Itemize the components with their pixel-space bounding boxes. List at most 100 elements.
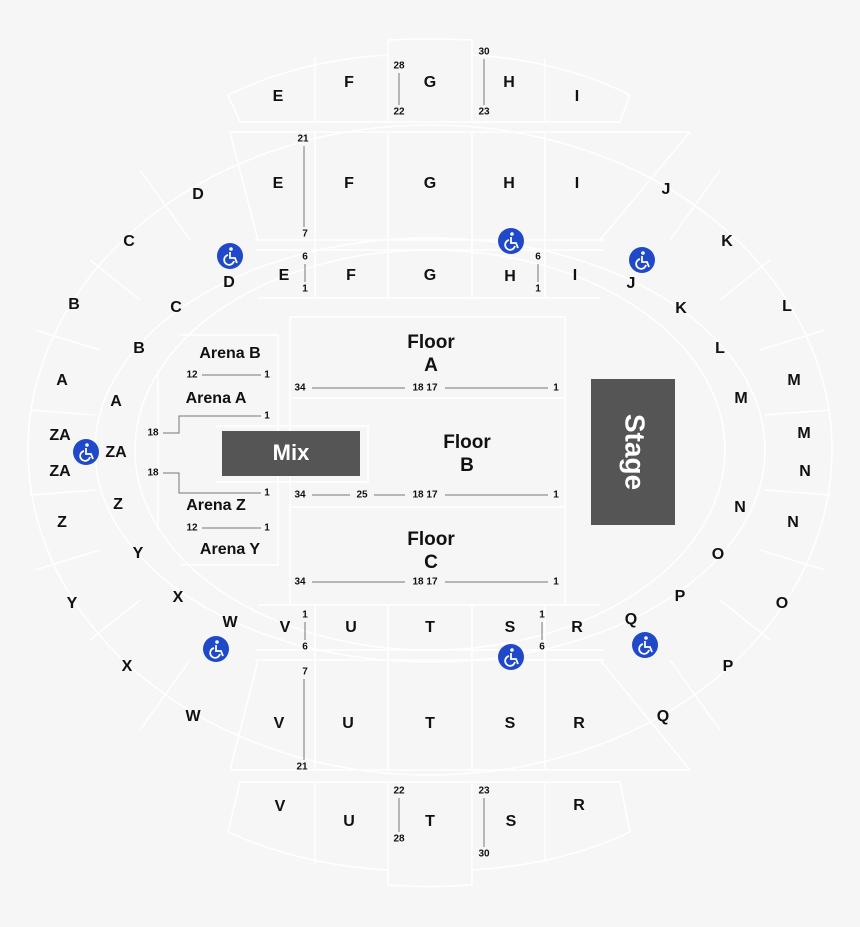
- section-label[interactable]: K: [721, 233, 733, 250]
- section-label[interactable]: Q: [657, 708, 669, 725]
- section-label[interactable]: D: [192, 186, 204, 203]
- arena-b[interactable]: Arena B 12 1: [186, 345, 270, 380]
- section-label[interactable]: U: [343, 813, 355, 830]
- section-label[interactable]: ZA: [105, 444, 127, 461]
- section-label[interactable]: E: [279, 267, 290, 284]
- section-label[interactable]: X: [122, 658, 133, 675]
- section-label[interactable]: R: [571, 619, 583, 636]
- section-label[interactable]: F: [344, 74, 354, 91]
- wheelchair-icon: [498, 644, 524, 670]
- floor-c-title: Floor: [407, 529, 455, 550]
- section-label[interactable]: X: [173, 589, 184, 606]
- section-label[interactable]: E: [273, 88, 284, 105]
- section-label[interactable]: L: [715, 340, 725, 357]
- section-label[interactable]: N: [799, 463, 811, 480]
- section-label[interactable]: E: [273, 175, 284, 192]
- section-label[interactable]: S: [506, 813, 517, 830]
- row-number: 22: [393, 107, 405, 118]
- section-label[interactable]: L: [782, 298, 792, 315]
- section-label[interactable]: A: [56, 372, 68, 389]
- section-label[interactable]: B: [68, 296, 80, 313]
- section-label[interactable]: U: [342, 715, 354, 732]
- floor-b-letter: B: [460, 455, 474, 476]
- section-label[interactable]: C: [170, 299, 182, 316]
- row-number: 30: [478, 849, 490, 860]
- row-number: 1: [264, 523, 270, 534]
- section-label[interactable]: G: [424, 267, 436, 284]
- section-label[interactable]: P: [675, 588, 686, 605]
- wheelchair-icon: [217, 243, 243, 269]
- arena-a-label: Arena A: [186, 390, 247, 407]
- arena-a[interactable]: Arena A 1 18: [147, 390, 270, 438]
- section-label[interactable]: ZA: [49, 427, 71, 444]
- section-label[interactable]: I: [575, 175, 579, 192]
- section-label[interactable]: O: [776, 595, 788, 612]
- section-label[interactable]: N: [734, 499, 746, 516]
- section-label[interactable]: W: [222, 614, 238, 631]
- row-number: 7: [302, 229, 308, 240]
- section-label[interactable]: H: [504, 268, 516, 285]
- row-number: 34: [294, 383, 306, 394]
- mix-label: Mix: [273, 440, 310, 465]
- section-label[interactable]: T: [425, 715, 435, 732]
- section-label[interactable]: K: [675, 300, 687, 317]
- section-label[interactable]: J: [627, 275, 636, 292]
- section-label[interactable]: M: [797, 425, 810, 442]
- section-label[interactable]: B: [133, 340, 145, 357]
- wheelchair-icon: [629, 247, 655, 273]
- arena-y[interactable]: Arena Y 12 1: [186, 523, 270, 559]
- section-label[interactable]: T: [425, 813, 435, 830]
- section-outlines: [27, 38, 833, 888]
- arena-b-label: Arena B: [199, 345, 260, 362]
- section-label[interactable]: A: [110, 393, 122, 410]
- section-label[interactable]: Q: [625, 611, 637, 628]
- section-label[interactable]: D: [223, 274, 235, 291]
- row-number: 6: [535, 252, 541, 263]
- row-number: 28: [393, 834, 405, 845]
- section-label[interactable]: N: [787, 514, 799, 531]
- section-label[interactable]: ZA: [49, 463, 71, 480]
- wheelchair-icon: [73, 439, 99, 465]
- row-number: 18: [147, 468, 159, 479]
- row-number: 1: [539, 610, 545, 621]
- row-number: 1: [264, 411, 270, 422]
- section-label[interactable]: G: [424, 74, 436, 91]
- section-label[interactable]: Z: [113, 496, 123, 513]
- section-label[interactable]: M: [787, 372, 800, 389]
- floor-b[interactable]: Floor B 34 25 18 17 1: [294, 432, 559, 501]
- section-label[interactable]: Y: [67, 595, 78, 612]
- section-label[interactable]: F: [344, 175, 354, 192]
- section-label[interactable]: G: [424, 175, 436, 192]
- section-label[interactable]: O: [712, 546, 724, 563]
- row-number: 34: [294, 490, 306, 501]
- section-label[interactable]: S: [505, 619, 516, 636]
- section-label[interactable]: S: [505, 715, 516, 732]
- section-label[interactable]: Z: [57, 514, 67, 531]
- section-label[interactable]: I: [573, 267, 577, 284]
- section-label[interactable]: M: [734, 390, 747, 407]
- section-label[interactable]: T: [425, 619, 435, 636]
- section-label[interactable]: I: [575, 88, 579, 105]
- section-label[interactable]: F: [346, 267, 356, 284]
- section-label[interactable]: P: [723, 658, 734, 675]
- row-number: 6: [539, 642, 545, 653]
- section-label[interactable]: C: [123, 233, 135, 250]
- section-label[interactable]: R: [573, 797, 585, 814]
- section-label[interactable]: R: [573, 715, 585, 732]
- section-label[interactable]: W: [185, 708, 201, 725]
- section-label[interactable]: H: [503, 175, 515, 192]
- floor-a[interactable]: Floor A 34 18 17 1: [294, 332, 559, 394]
- arena-z[interactable]: Arena Z 18 1: [147, 468, 270, 515]
- section-label[interactable]: H: [503, 74, 515, 91]
- row-number: 21: [296, 762, 308, 773]
- mix-position: Mix: [222, 431, 360, 476]
- section-label[interactable]: U: [345, 619, 357, 636]
- floor-c[interactable]: Floor C 34 18 17 1: [294, 529, 559, 588]
- section-label[interactable]: Y: [133, 545, 144, 562]
- section-label[interactable]: J: [662, 181, 671, 198]
- section-label[interactable]: V: [280, 619, 291, 636]
- section-label[interactable]: V: [275, 798, 286, 815]
- wheelchair-icon: [203, 636, 229, 662]
- section-label[interactable]: V: [274, 715, 285, 732]
